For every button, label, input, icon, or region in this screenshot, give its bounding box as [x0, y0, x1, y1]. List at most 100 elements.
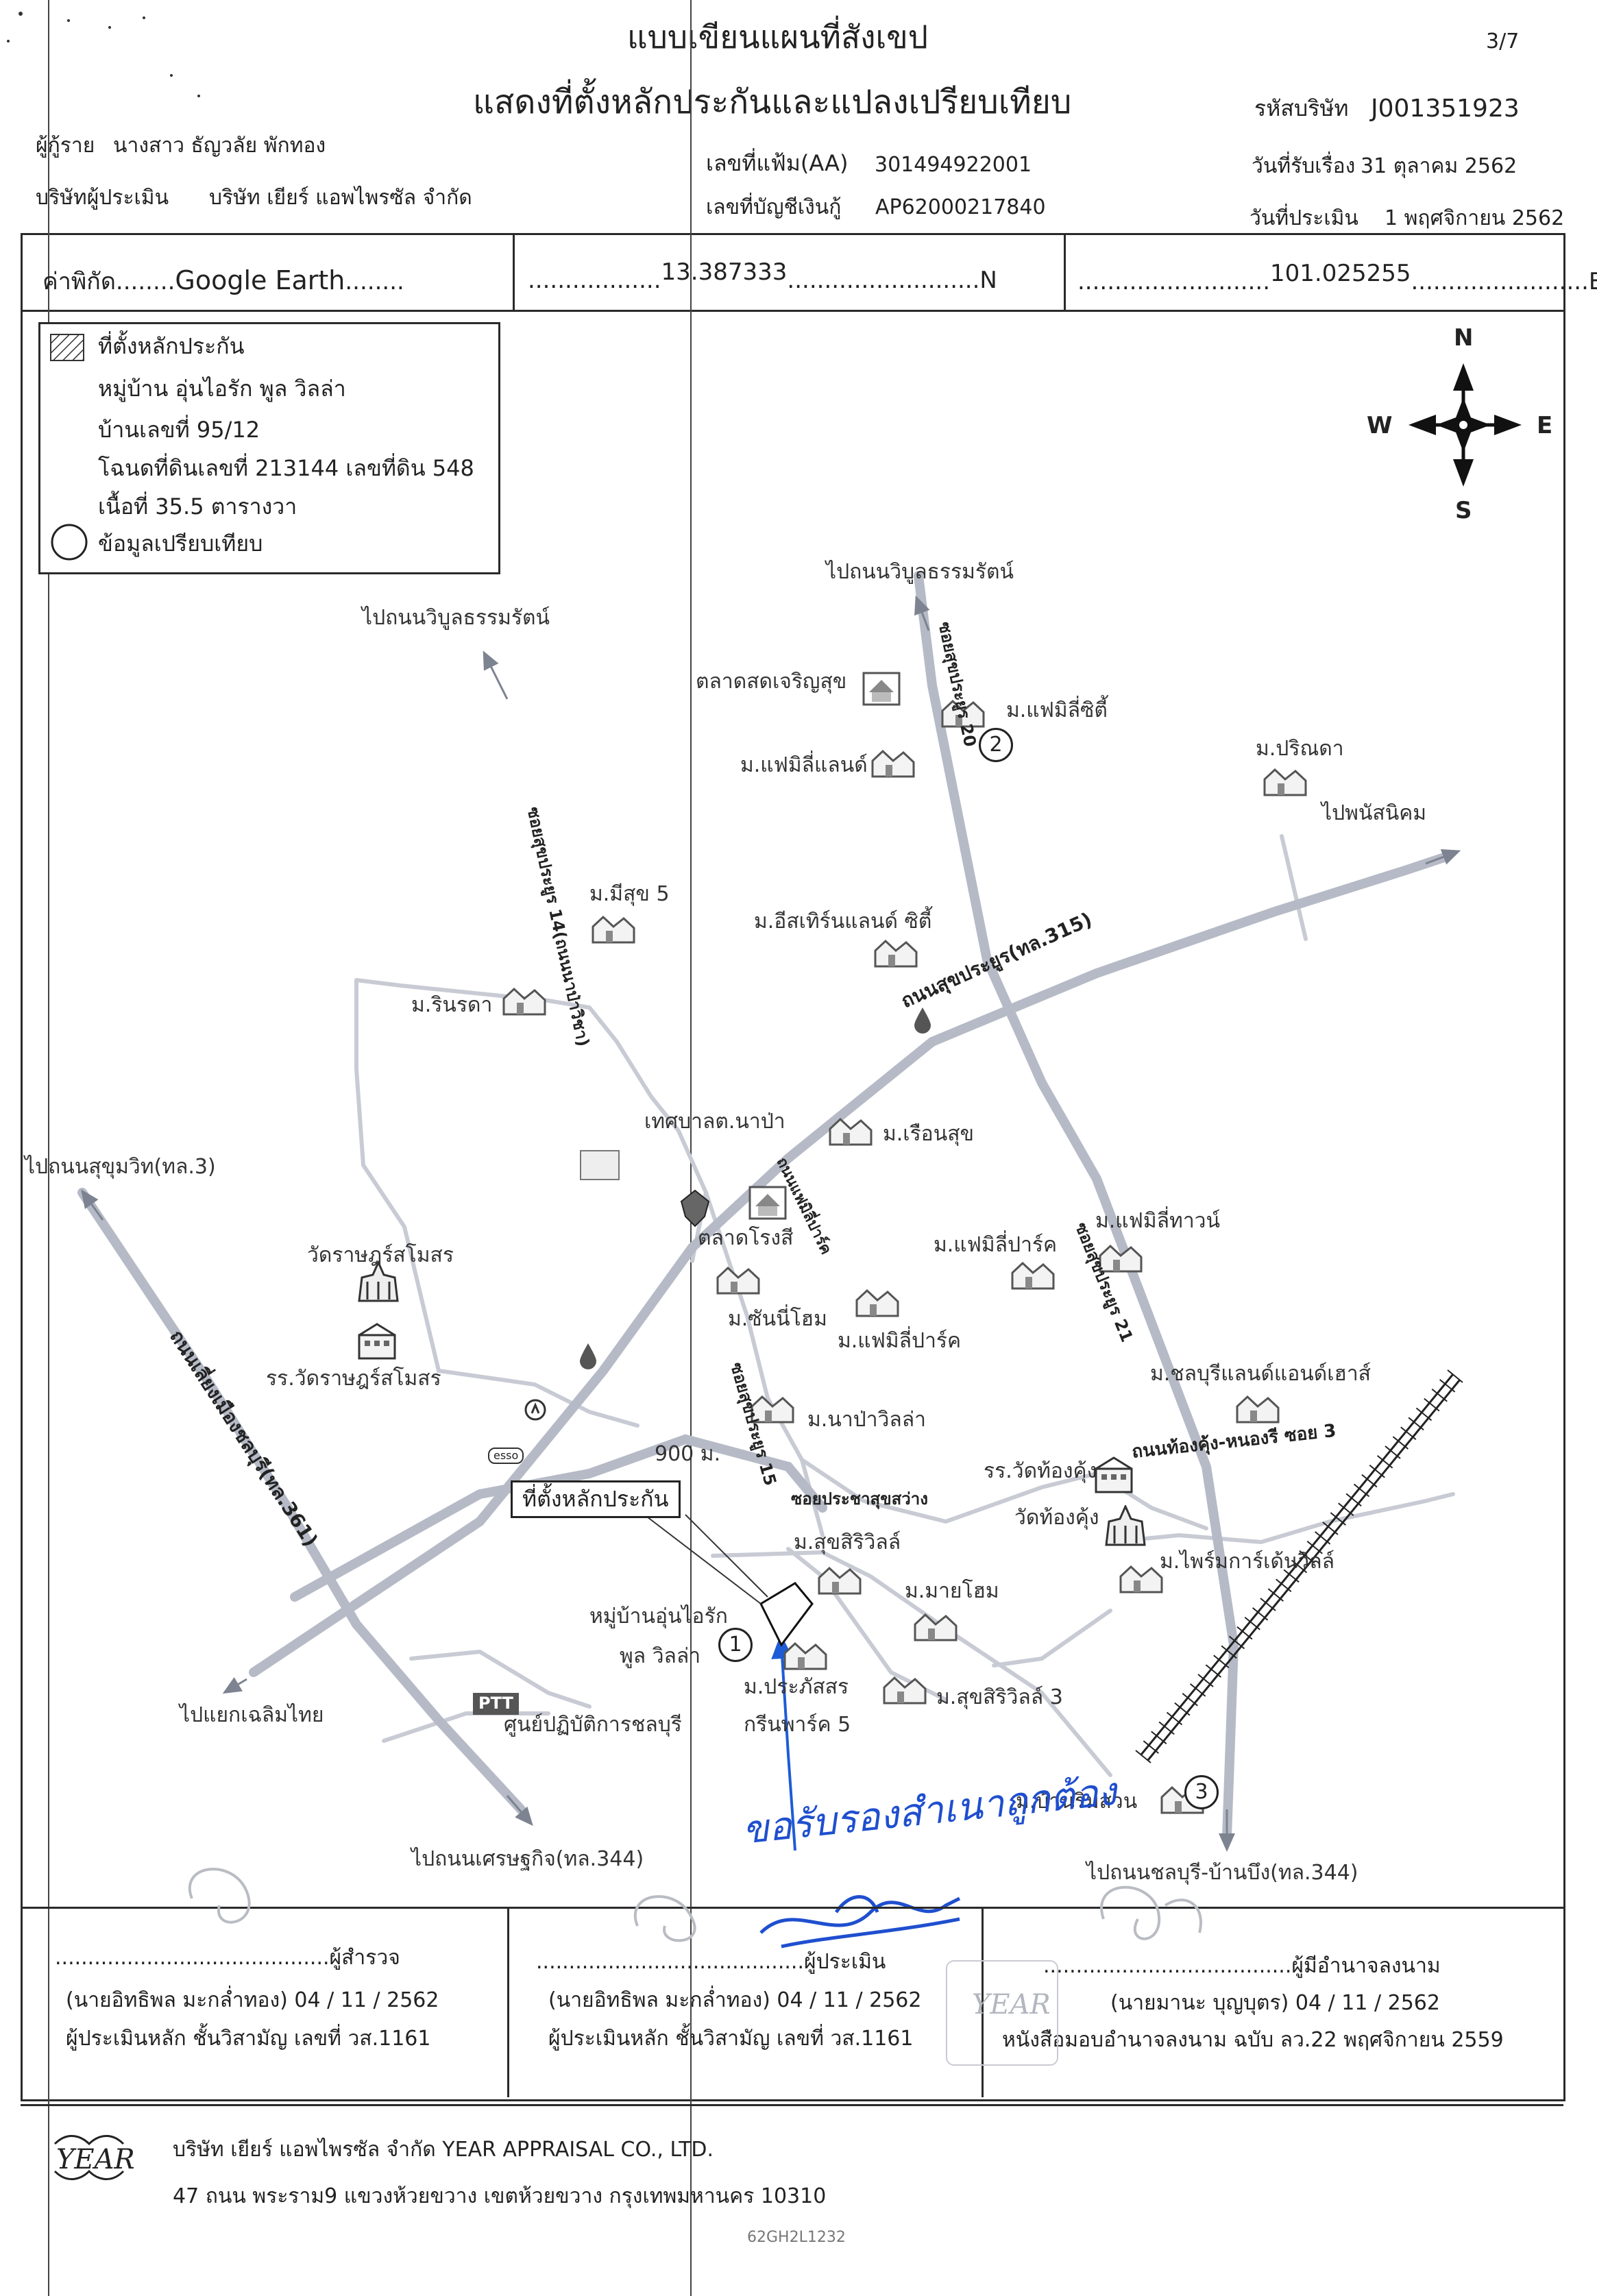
school-icon — [1095, 1456, 1133, 1493]
label-to-chaloem-thai: ไปแยกเฉลิมไทย — [180, 1703, 324, 1727]
faint-signature-1 — [188, 1868, 251, 1924]
house-icon — [1099, 1244, 1143, 1273]
label-to-wiboon-top: ไปถนนวิบูลธรรมรัตน์ — [826, 560, 1014, 584]
callout-line-1 — [644, 1514, 761, 1604]
footer-ref: 62GH2L1232 — [747, 2229, 846, 2246]
railway-tie — [1267, 1588, 1284, 1602]
gas-station-icon — [524, 1399, 546, 1421]
surveyor-role: ........................................… — [55, 1946, 400, 1970]
railway-tie — [1197, 1674, 1214, 1687]
railway-tie — [1221, 1645, 1237, 1659]
house-icon — [871, 749, 915, 778]
market-icon — [862, 672, 901, 706]
railway-tie — [1166, 1711, 1183, 1726]
stamp-text: YEAR — [972, 1989, 1051, 2020]
coord-divider-1 — [513, 233, 515, 312]
compass-n: N — [1454, 324, 1474, 352]
label-eastern-land: ม.อีสเทิร์นแลนด์ ซิตี้ — [754, 909, 932, 933]
appraiser-company: บริษัท เยียร์ แอพไพรซัล จำกัด — [209, 186, 472, 210]
railway-tie — [1439, 1379, 1456, 1393]
label-rongsi-market: ตลาดโรงสี — [698, 1226, 794, 1250]
comparable-marker-3-number: 3 — [1195, 1780, 1208, 1804]
label-prapasorn-2: กรีนพาร์ค 5 — [744, 1713, 851, 1737]
railway-tie — [1314, 1531, 1331, 1545]
label-village-2: พูล วิลล่า — [620, 1644, 701, 1668]
railway-tie — [1236, 1626, 1253, 1640]
legend-area: เนื้อที่ 35.5 ตารางวา — [98, 493, 297, 520]
house-icon — [874, 939, 918, 968]
appraisal-date: 1 พฤศจิกายน 2562 — [1385, 206, 1565, 230]
scan-speckles — [7, 12, 200, 97]
railway-tie — [1431, 1388, 1448, 1402]
railway-tie — [1283, 1569, 1300, 1583]
railway-tie — [1369, 1464, 1385, 1478]
railway-tie — [1306, 1540, 1323, 1554]
appraiser-title: ผู้ประเมินหลัก ชั้นวิสามัญ เลขที่ วส.116… — [548, 2027, 914, 2051]
logo-text: YEAR — [56, 2144, 135, 2175]
railway-tie — [1174, 1702, 1191, 1716]
railway-tie — [1361, 1474, 1378, 1488]
label-meesuk5: ม.มีสุข 5 — [589, 882, 670, 906]
received-label: วันที่รับเรื่อง — [1252, 154, 1356, 178]
label-suksiri-ville: ม.สุขสิริวิลล์ — [794, 1530, 901, 1554]
borrower-label: ผู้กู้ราย — [36, 134, 95, 158]
railway-tie — [1408, 1417, 1424, 1431]
legend-collateral-label: ที่ตั้งหลักประกัน — [98, 333, 245, 359]
appraisal-date-label: วันที่ประเมิน — [1249, 206, 1358, 230]
house-icon — [914, 1613, 958, 1641]
railway-tie — [1135, 1750, 1151, 1763]
page-title: แบบเขียนแผนที่สังเขป — [627, 19, 928, 56]
label-prachasuksawang: ซอยประชาสุขสว่าง — [791, 1489, 928, 1509]
label-to-setthakit: ไปถนนเศรษฐกิจ(ทล.344) — [411, 1847, 644, 1871]
railway-tie — [1376, 1455, 1393, 1469]
compass-s: S — [1455, 497, 1472, 524]
coordinates-row-divider — [21, 310, 1563, 312]
loan-account: AP62000217840 — [875, 195, 1046, 219]
railway-tie — [1322, 1522, 1339, 1535]
bank-sign-icon — [580, 1150, 620, 1180]
company-code: J001351923 — [1371, 95, 1520, 123]
legend-deed: โฉนดที่ดินเลขที่ 213144 เลขที่ดิน 548 — [98, 455, 474, 481]
railway-tie — [1276, 1578, 1292, 1593]
label-ptt-center: ศูนย์ปฏิบัติการชลบุรี — [504, 1713, 682, 1737]
label-parinda: ม.ปริณดา — [1256, 737, 1344, 761]
appraiser-company-label: บริษัทผู้ประเมิน — [36, 186, 169, 210]
railway-tie — [1158, 1721, 1175, 1735]
signature-col-divider-1 — [507, 1907, 509, 2097]
label-napa-municipality: เทศบาลต.นาป่า — [644, 1110, 785, 1134]
label-to-sukhumvit: ไปถนนสุขุมวิท(ทล.3) — [25, 1155, 216, 1179]
ptt-sign: PTT — [473, 1693, 519, 1715]
surveyor-title: ผู้ประเมินหลัก ชั้นวิสามัญ เลขที่ วส.116… — [66, 2027, 431, 2051]
fuel-drop-icon — [580, 1343, 596, 1369]
label-to-phanat: ไปพนัสนิคม — [1321, 801, 1427, 825]
coord-divider-2 — [1064, 233, 1066, 312]
label-suksiri-ville-3: ม.สุขสิริวิลล์ 3 — [936, 1685, 1063, 1709]
house-icon — [502, 987, 546, 1016]
fuel-drop-icon — [914, 1007, 931, 1034]
signature-divider — [21, 1907, 1563, 1909]
label-sunny-home: ม.ซันนี่โฮม — [728, 1307, 827, 1331]
authorized-role: ......................................ผู… — [1043, 1954, 1441, 1978]
legend-box: ที่ตั้งหลักประกัน หมู่บ้าน อุ่นไอรัก พูล… — [38, 322, 500, 574]
logo-ornament-icon — [53, 2134, 125, 2181]
legend-village: หมู่บ้าน อุ่นไอรัก พูล วิลล่า — [98, 376, 346, 402]
company-logo: YEAR — [48, 2123, 137, 2192]
railway-tie — [1213, 1654, 1230, 1669]
railway-tie — [1424, 1397, 1440, 1412]
label-rinrada: ม.รินรดา — [411, 993, 493, 1017]
authorized-title: หนังสือมอบอำนาจลงนาม ฉบับ ลว.22 พฤศจิกาย… — [1002, 2028, 1504, 2052]
label-distance: 900 ม. — [655, 1442, 721, 1466]
label-charoensuk-market: ตลาดสดเจริญสุข — [696, 670, 847, 694]
company-stamp: YEAR — [946, 1960, 1058, 2066]
surveyor-name: (นายอิทธิพล มะกล่ำทอง) 04 / 11 / 2562 — [66, 1988, 439, 2012]
house-icon — [783, 1641, 827, 1670]
railway-ties — [1135, 1369, 1463, 1763]
house-icon — [829, 1117, 873, 1146]
house-icon — [716, 1266, 760, 1295]
esso-sign: esso — [488, 1448, 524, 1465]
compass-e: E — [1537, 412, 1553, 439]
railway-tie — [1143, 1740, 1160, 1754]
label-to-wiboon-left: ไปถนนวิบูลธรรมรัตน์ — [362, 606, 550, 630]
file-no: 301494922001 — [875, 153, 1032, 177]
